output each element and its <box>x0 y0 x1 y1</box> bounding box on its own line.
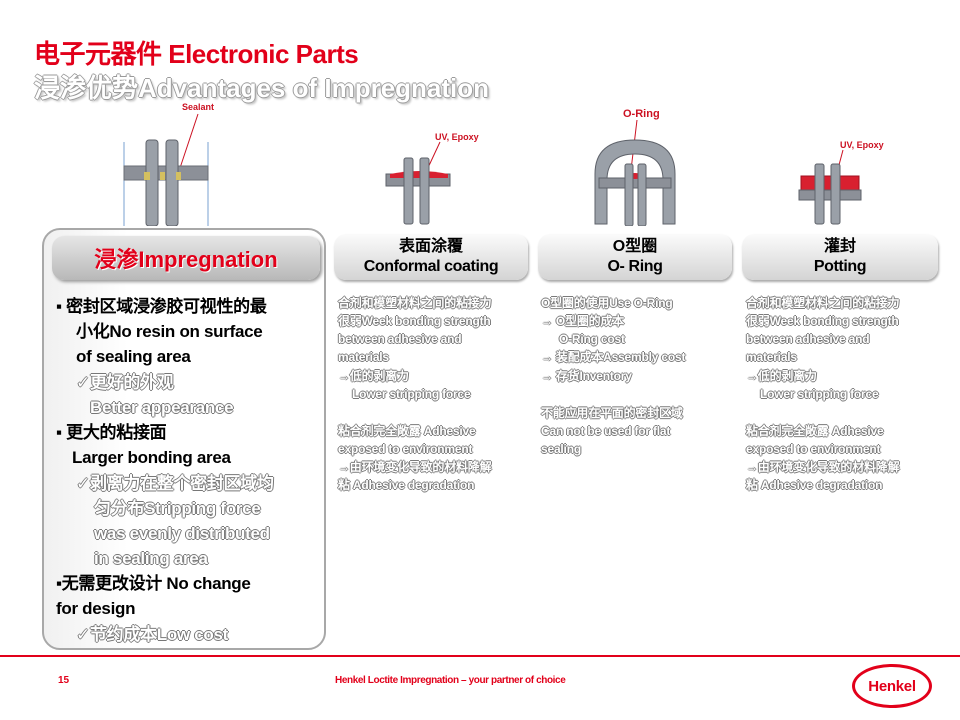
conformal-line-4: materials <box>338 350 389 364</box>
impregnation-figure: Sealant <box>120 100 220 226</box>
o-ring-line-1: O型圈的使用Use O-Ring <box>541 296 673 310</box>
potting-line-6: Lower stripping force <box>760 387 879 401</box>
sealant-label: Sealant <box>182 102 215 112</box>
left-line-14: ✓节约成本Low cost <box>76 625 229 644</box>
o-ring-line-7: 不能应用在平面的密封区域 <box>541 406 683 420</box>
potting-line-11: 粘 Adhesive degradation <box>746 478 883 492</box>
conformal-line-10: →由环境变化导致的材料降解 <box>338 460 492 474</box>
potting-line-10: →由环境变化导致的材料降解 <box>746 460 900 474</box>
conformal-line-11: 粘 Adhesive degradation <box>338 478 475 492</box>
page-number: 15 <box>58 675 70 686</box>
potting-figure: UV, Epoxy <box>795 134 905 226</box>
footer-tagline: Henkel Loctite Impregnation – your partn… <box>335 675 566 686</box>
left-line-13: for design <box>56 599 136 618</box>
o-ring-line-3: O-Ring cost <box>559 332 625 346</box>
conformal-coating-figure: UV, Epoxy <box>380 128 500 228</box>
left-line-8: ✓剥离力在整个密封区域均 <box>76 474 274 493</box>
conformal-uv-epoxy-label: UV, Epoxy <box>435 132 479 142</box>
conformal-line-1: 合剂和模塑材料之间的粘接力 <box>338 296 492 310</box>
potting-part-drawing <box>798 149 862 225</box>
conformal-coating-pill: 表面涂覆 Conformal coating <box>334 234 528 280</box>
o-ring-title-cn: O型圈 <box>612 238 658 255</box>
conformal-line-8: 粘合剂完全敞露 Adhesive <box>338 424 476 438</box>
o-ring-line-8: Can not be used for flat <box>541 424 671 438</box>
left-line-10: was evenly distributed <box>94 524 270 543</box>
potting-uv-epoxy-label: UV, Epoxy <box>840 140 884 150</box>
potting-line-8: 粘合剂完全敞露 Adhesive <box>746 424 884 438</box>
impregnation-heading: 浸渗Impregnation <box>94 247 278 272</box>
left-line-3: of sealing area <box>76 347 191 366</box>
left-line-7: Larger bonding area <box>72 448 231 467</box>
left-line-5: Better appearance <box>90 398 234 417</box>
left-line-1: ▪ 密封区域浸渗胶可视性的最 <box>56 297 267 316</box>
o-ring-line-5: → 存货Inventory <box>541 369 632 383</box>
left-line-11: in sealing area <box>94 549 208 568</box>
potting-line-2: 很弱Week bonding strength <box>746 314 899 328</box>
impregnation-heading-pill: 浸渗Impregnation <box>52 236 320 280</box>
conformal-line-2: 很弱Week bonding strength <box>338 314 491 328</box>
page-subtitle: 浸渗优势Advantages of Impregnation <box>34 73 490 103</box>
left-line-4: ✓更好的外观 <box>76 373 174 392</box>
potting-line-4: materials <box>746 350 797 364</box>
o-ring-figure: O-Ring <box>585 104 695 226</box>
potting-line-1: 合剂和模塑材料之间的粘接力 <box>746 296 900 310</box>
conformal-title-cn: 表面涂覆 <box>398 238 463 255</box>
henkel-logo-text: Henkel <box>868 677 916 695</box>
o-ring-part-drawing <box>594 119 676 226</box>
potting-line-5: →低的剥离力 <box>746 369 817 383</box>
conformal-title-en: Conformal coating <box>363 258 499 275</box>
conformal-line-9: exposed to environment <box>338 442 473 456</box>
conformal-part-drawing <box>385 141 451 225</box>
potting-title-cn: 灌封 <box>823 238 856 255</box>
potting-pill: 灌封 Potting <box>742 234 938 280</box>
conformal-line-6: Lower stripping force <box>352 387 471 401</box>
potting-title-en: Potting <box>813 258 867 275</box>
o-ring-line-9: sealing <box>541 442 581 456</box>
left-line-9: 匀分布Stripping force <box>94 499 261 518</box>
page-title: 电子元器件 Electronic Parts <box>34 39 359 69</box>
impregnation-panel <box>42 228 326 650</box>
o-ring-line-2: → O型圈的成本 <box>541 314 625 328</box>
footer-divider <box>0 655 960 657</box>
left-line-2: 小化No resin on surface <box>76 322 263 341</box>
conformal-line-3: between adhesive and <box>338 332 462 346</box>
o-ring-label: O-Ring <box>623 108 660 120</box>
o-ring-title-en: O- Ring <box>607 258 663 275</box>
sealant-part-drawing <box>123 113 209 226</box>
potting-line-3: between adhesive and <box>746 332 870 346</box>
left-line-12: ▪无需更改设计 No change <box>56 574 251 593</box>
conformal-line-5: →低的剥离力 <box>338 369 409 383</box>
o-ring-pill: O型圈 O- Ring <box>538 234 732 280</box>
left-line-6: ▪ 更大的粘接面 <box>56 423 167 442</box>
o-ring-line-4: → 装配成本Assembly cost <box>541 350 686 364</box>
henkel-logo: Henkel <box>852 664 932 708</box>
potting-line-9: exposed to environment <box>746 442 881 456</box>
